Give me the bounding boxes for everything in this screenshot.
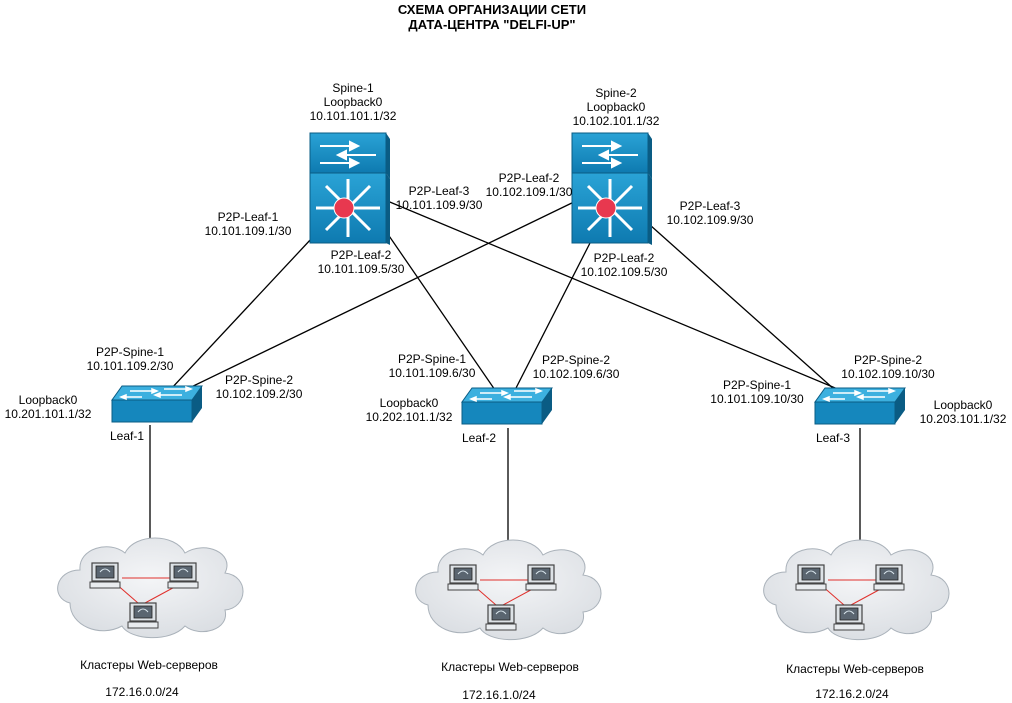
link-label-s2-leaf2b: P2P-Leaf-2 10.102.109.5/30 — [581, 251, 668, 279]
link-name: P2P-Leaf-1 — [217, 210, 279, 224]
leaf2-device[interactable] — [461, 387, 553, 425]
link-name: P2P-Spine-2 — [853, 353, 923, 367]
cluster-cloud-3 — [763, 539, 950, 641]
server-icon — [525, 564, 557, 591]
server-icon — [873, 564, 905, 591]
leaf1-name: Leaf-1 — [110, 429, 145, 443]
spine2-name: Spine-2 — [595, 86, 637, 100]
leaf3-loopback-label: Loopback0 10.203.101.1/32 — [920, 398, 1007, 426]
link-label-s1-leaf3: P2P-Leaf-3 10.101.109.9/30 — [396, 184, 483, 212]
link-label-l3-spine2: P2P-Spine-2 10.102.109.10/30 — [841, 353, 934, 381]
leaf1-loopback: Loopback0 — [18, 393, 78, 407]
spine2-label: Spine-2 Loopback0 10.102.101.1/32 — [573, 86, 660, 128]
link-name: P2P-Leaf-2 — [330, 248, 392, 262]
links — [149, 199, 861, 545]
link-ip: 10.101.109.5/30 — [317, 262, 405, 276]
cluster-cloud-1 — [57, 537, 244, 639]
link-name: P2P-Spine-1 — [722, 378, 792, 392]
leaf3-name: Leaf-3 — [816, 431, 851, 445]
link-name: P2P-Leaf-2 — [498, 171, 560, 185]
cluster3-caption: Кластеры Web-серверов — [786, 662, 924, 676]
leaf2-loopback-label: Loopback0 10.202.101.1/32 — [366, 396, 453, 424]
link-name: P2P-Spine-1 — [95, 345, 165, 359]
server-icon — [485, 604, 517, 631]
link-name: P2P-Leaf-3 — [679, 199, 741, 213]
link-spine2-leaf3 — [649, 224, 836, 391]
leaf3-loopback: Loopback0 — [933, 398, 993, 412]
server-icon — [89, 562, 121, 589]
link-label-s1-leaf1: P2P-Leaf-1 10.101.109.1/30 — [205, 210, 292, 238]
link-name: P2P-Spine-2 — [541, 353, 611, 367]
link-ip: 10.101.109.6/30 — [388, 366, 476, 380]
server-icon — [167, 562, 199, 589]
link-spine1-leaf3 — [384, 199, 841, 391]
title-line-2: ДАТА-ЦЕНТРА "DELFI-UP" — [408, 17, 576, 32]
link-label-l2-spine1: P2P-Spine-1 10.101.109.6/30 — [389, 352, 476, 380]
leaf1-loopback-label: Loopback0 10.201.101.1/32 — [5, 393, 92, 421]
link-label-l1-spine1: P2P-Spine-1 10.101.109.2/30 — [87, 345, 174, 373]
link-spine2-leaf1 — [184, 199, 579, 391]
link-label-l1-spine2: P2P-Spine-2 10.102.109.2/30 — [216, 373, 303, 401]
leaf3-device[interactable] — [814, 387, 906, 425]
server-icon — [447, 564, 479, 591]
link-name: P2P-Leaf-3 — [408, 184, 470, 198]
leaf1-device[interactable] — [111, 385, 203, 423]
link-ip: 10.102.109.5/30 — [580, 265, 668, 279]
leaf2-loopback: Loopback0 — [379, 396, 439, 410]
cluster3-subnet: 172.16.2.0/24 — [815, 687, 889, 701]
cluster1-subnet: 172.16.0.0/24 — [105, 685, 179, 699]
link-label-l3-spine1: P2P-Spine-1 10.101.109.10/30 — [710, 378, 803, 406]
leaf2-ip: 10.202.101.1/32 — [365, 410, 453, 424]
spine1-device[interactable] — [309, 132, 390, 245]
spine1-label: Spine-1 Loopback0 10.101.101.1/32 — [310, 81, 397, 123]
server-icon — [127, 602, 159, 629]
link-ip: 10.101.109.2/30 — [86, 359, 174, 373]
server-icon — [833, 604, 865, 631]
link-label-s2-leaf3: P2P-Leaf-3 10.102.109.9/30 — [667, 199, 754, 227]
link-ip: 10.102.109.10/30 — [841, 367, 935, 381]
link-ip: 10.102.109.6/30 — [532, 367, 620, 381]
link-ip: 10.102.109.2/30 — [215, 387, 303, 401]
spine1-name: Spine-1 — [332, 81, 374, 95]
link-label-l2-spine2: P2P-Spine-2 10.102.109.6/30 — [533, 353, 620, 381]
spine2-device[interactable] — [571, 132, 652, 245]
link-label-s1-leaf2: P2P-Leaf-2 10.101.109.5/30 — [318, 248, 405, 276]
cluster-cloud-2 — [415, 539, 602, 641]
cluster2-subnet: 172.16.1.0/24 — [462, 688, 536, 702]
spine1-ip: 10.101.101.1/32 — [309, 109, 397, 123]
link-ip: 10.101.109.1/30 — [204, 224, 292, 238]
link-spine1-leaf2 — [384, 229, 496, 391]
link-ip: 10.102.109.9/30 — [666, 213, 754, 227]
leaf3-ip: 10.203.101.1/32 — [919, 412, 1007, 426]
title-line-1: СХЕМА ОРГАНИЗАЦИИ СЕТИ — [397, 2, 587, 17]
link-ip: 10.102.109.1/30 — [485, 185, 573, 199]
link-name: P2P-Spine-2 — [224, 373, 294, 387]
link-spine2-leaf2 — [514, 242, 591, 391]
leaf1-ip: 10.201.101.1/32 — [4, 407, 92, 421]
leaf2-name: Leaf-2 — [462, 431, 497, 445]
spine2-loopback: Loopback0 — [586, 100, 646, 114]
cluster2-caption: Кластеры Web-серверов — [441, 660, 579, 674]
link-label-s2-leaf2: P2P-Leaf-2 10.102.109.1/30 — [486, 171, 573, 199]
link-spine1-leaf1 — [169, 237, 313, 391]
link-name: P2P-Spine-1 — [397, 352, 467, 366]
link-ip: 10.101.109.9/30 — [395, 198, 483, 212]
link-name: P2P-Leaf-2 — [593, 251, 655, 265]
cluster1-caption: Кластеры Web-серверов — [80, 658, 218, 672]
diagram-title: СХЕМА ОРГАНИЗАЦИИ СЕТИ ДАТА-ЦЕНТРА "DELF… — [398, 2, 586, 32]
spine1-loopback: Loopback0 — [323, 95, 383, 109]
link-ip: 10.101.109.10/30 — [710, 392, 804, 406]
server-icon — [795, 564, 827, 591]
spine2-ip: 10.102.101.1/32 — [572, 114, 660, 128]
